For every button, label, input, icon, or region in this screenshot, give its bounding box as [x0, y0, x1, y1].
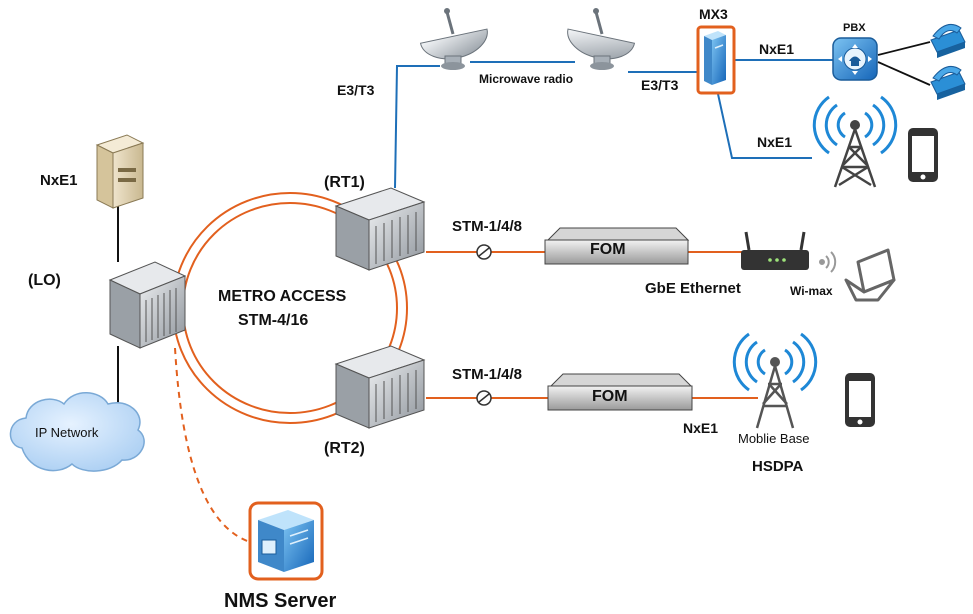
wimax-label: Wi-max: [790, 284, 833, 298]
antenna-tower-icon: [732, 332, 818, 429]
e3t3-right-label: E3/T3: [641, 77, 679, 93]
mobile-base-label: Moblie Base: [738, 431, 810, 446]
link-mx3-tower: [717, 93, 812, 159]
gbe-label: GbE Ethernet: [645, 280, 741, 297]
hsdpa-label: HSDPA: [752, 458, 804, 475]
nms-server-label: NMS Server: [224, 590, 337, 612]
nxe1-pbx-label: NxE1: [759, 41, 795, 57]
fom-top-label: FOM: [590, 241, 626, 258]
network-equipment-icon: [334, 187, 426, 271]
mx3-label: MX3: [699, 6, 728, 22]
link-rt1-microwave: [394, 65, 440, 189]
network-equipment-icon: [108, 261, 187, 349]
stm-top-label: STM-1/4/8: [452, 218, 523, 235]
fom-device-icon: [547, 373, 693, 411]
smartphone-icon: [908, 128, 938, 182]
cloud-icon: [9, 392, 145, 472]
pbx-icon: [832, 37, 878, 81]
router-icon: [741, 231, 809, 270]
network-equipment-icon: [334, 345, 426, 429]
server-tower-icon: [95, 134, 145, 209]
nxe1-hsdpa-label: NxE1: [683, 420, 719, 436]
wireless-signal-icon: [819, 251, 837, 273]
metro-access-label: METRO ACCESS: [218, 288, 347, 305]
metro-stm-label: STM-4/16: [238, 312, 309, 329]
laptop-icon: [844, 248, 896, 302]
link-pbx-phone1: [877, 41, 931, 56]
coupler-icon: [476, 390, 492, 406]
stm-bottom-label: STM-1/4/8: [452, 366, 523, 383]
nxe1-lo-label: NxE1: [40, 172, 78, 189]
link-pbx-phone2: [877, 61, 931, 86]
mx3-device-icon: [696, 25, 736, 95]
nms-server-icon: [248, 501, 324, 581]
fom-bottom-label: FOM: [592, 388, 628, 405]
nxe1-tower-label: NxE1: [757, 134, 793, 150]
connections: [117, 41, 931, 543]
link-lo-nms-dashed: [174, 347, 251, 543]
e3t3-left-label: E3/T3: [337, 82, 375, 98]
smartphone-icon: [845, 373, 875, 427]
satellite-dish-icon: [567, 8, 636, 70]
rt1-label: (RT1): [324, 174, 365, 191]
telephone-icon: [930, 65, 966, 100]
satellite-dish-icon: [419, 8, 488, 70]
telephone-icon: [930, 23, 966, 58]
lo-label: (LO): [28, 272, 61, 289]
antenna-tower-icon: [812, 95, 898, 188]
fom-device-icon: [544, 227, 690, 265]
pbx-label: PBX: [843, 22, 866, 34]
ip-network-label: IP Network: [35, 425, 99, 440]
rt2-label: (RT2): [324, 440, 365, 457]
coupler-icon: [476, 244, 492, 260]
microwave-label: Microwave radio: [479, 72, 574, 86]
